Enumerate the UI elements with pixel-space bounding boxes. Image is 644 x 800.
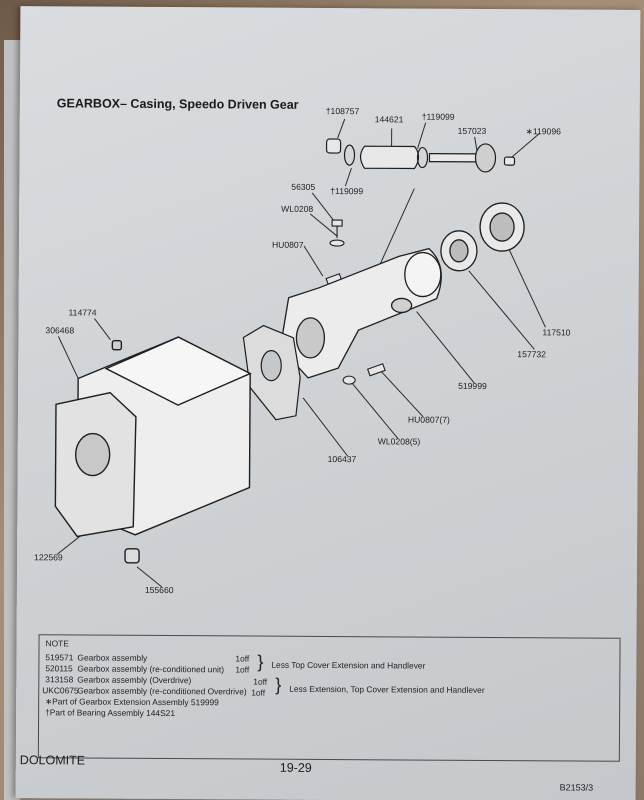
driven-gear-157023 xyxy=(474,143,497,173)
note-group-1-text: Less Top Cover Extension and Handlever xyxy=(271,659,426,671)
leader-WL0208 xyxy=(309,213,338,237)
note-row-2-desc: Gearbox assembly (re-conditioned unit) xyxy=(77,663,225,675)
extension-speedo-boss xyxy=(390,297,413,314)
manual-page: GEARBOX– Casing, Speedo Driven Gear xyxy=(15,6,641,800)
leader-119099-bottom xyxy=(344,167,352,187)
label-114774: 114774 xyxy=(68,307,97,318)
o-ring-119099-upper xyxy=(416,146,429,169)
label-WL0208-5: WL0208(5) xyxy=(377,436,421,447)
note-heading: NOTE xyxy=(45,638,69,649)
casing-input-bore xyxy=(74,432,111,477)
label-108757: †108757 xyxy=(325,105,360,117)
note-row-4-desc: Gearbox assembly (re-conditioned Overdri… xyxy=(77,685,247,697)
plug-114774 xyxy=(111,339,123,351)
gasket-106437-opening xyxy=(260,350,282,382)
note-row-1-code: 519571 xyxy=(45,652,74,663)
bolt-HU0807-7 xyxy=(366,363,386,377)
label-144621: 144621 xyxy=(374,114,404,125)
note-box: NOTE 519571 Gearbox assembly 1off 520115… xyxy=(37,634,621,762)
leader-HU0807-7 xyxy=(379,369,424,417)
note-row-2-code: 520115 xyxy=(45,663,73,674)
leader-119099-top xyxy=(417,122,427,149)
leader-108757 xyxy=(337,118,346,139)
leader-155660 xyxy=(136,566,163,588)
label-122569: 122569 xyxy=(34,552,63,563)
leader-519999 xyxy=(416,311,475,384)
sleeve-117510-inner xyxy=(489,212,515,242)
leader-119096 xyxy=(509,132,540,160)
leader-117510 xyxy=(508,248,546,328)
note-row-3-desc: Gearbox assembly (Overdrive) xyxy=(77,674,192,686)
footer-page-number: 19-29 xyxy=(279,760,312,775)
leader-WL0208-5 xyxy=(351,382,399,439)
label-106437: 106437 xyxy=(327,453,357,465)
label-117510: 117510 xyxy=(542,327,571,338)
label-119099-top: †119099 xyxy=(421,111,455,122)
note-group-2-text: Less Extension, Top Cover Extension and … xyxy=(289,683,485,695)
note-row-4-code: UKC0675 xyxy=(42,685,79,696)
label-119096: ∗119096 xyxy=(525,126,561,137)
label-119099-bottom: †119099 xyxy=(330,186,364,197)
note-row-1-desc: Gearbox assembly xyxy=(77,652,148,663)
note-row-4-qty: 1off xyxy=(251,687,266,698)
leader-106437 xyxy=(302,397,349,457)
leader-56305 xyxy=(311,192,335,222)
brace-group-1: } xyxy=(257,651,264,672)
label-56305: 56305 xyxy=(291,181,316,192)
label-WL0208: WL0208 xyxy=(281,203,314,214)
leader-114774 xyxy=(94,318,111,340)
plug-155660 xyxy=(124,548,140,564)
label-155660: 155660 xyxy=(144,584,174,596)
bolt-head-56305 xyxy=(331,219,343,227)
leader-HU0807 xyxy=(303,245,324,277)
extension-front-opening xyxy=(295,317,326,359)
casing-top-opening xyxy=(104,336,252,406)
brace-group-2: } xyxy=(275,674,282,695)
label-157023: 157023 xyxy=(457,125,487,136)
washer-WL0208 xyxy=(329,239,345,247)
speedo-shaft-157023 xyxy=(428,153,479,163)
footer-reference: B2153/3 xyxy=(559,782,594,793)
note-row-2-qty: 1off xyxy=(235,664,250,675)
label-157732: 157732 xyxy=(517,349,547,360)
note-dagger: †Part of Bearing Assembly 144S21 xyxy=(45,707,176,719)
o-ring-119099-lower xyxy=(343,144,356,166)
label-519999: 519999 xyxy=(458,380,487,391)
bearing-157732-inner xyxy=(449,239,469,263)
footer-model: DOLOMITE xyxy=(19,753,86,768)
leader-157732 xyxy=(468,270,535,350)
screw-119096 xyxy=(503,156,516,166)
note-row-1-qty: 1off xyxy=(235,653,250,664)
note-row-3-code: 313158 xyxy=(45,674,74,685)
exploded-diagram xyxy=(54,118,546,588)
washer-WL0208-5 xyxy=(342,375,356,385)
oil-seal-108757 xyxy=(325,138,342,154)
bearing-144621 xyxy=(359,145,420,170)
label-306468: 306468 xyxy=(45,325,75,336)
label-HU0807-7: HU0807(7) xyxy=(407,414,450,425)
leader-306468 xyxy=(57,336,79,379)
extension-rear-boss xyxy=(404,251,442,298)
label-HU0807: HU0807 xyxy=(271,239,304,250)
note-row-3-qty: 1off xyxy=(253,676,268,687)
note-star: ∗Part of Gearbox Extension Assembly 5199… xyxy=(45,696,219,708)
